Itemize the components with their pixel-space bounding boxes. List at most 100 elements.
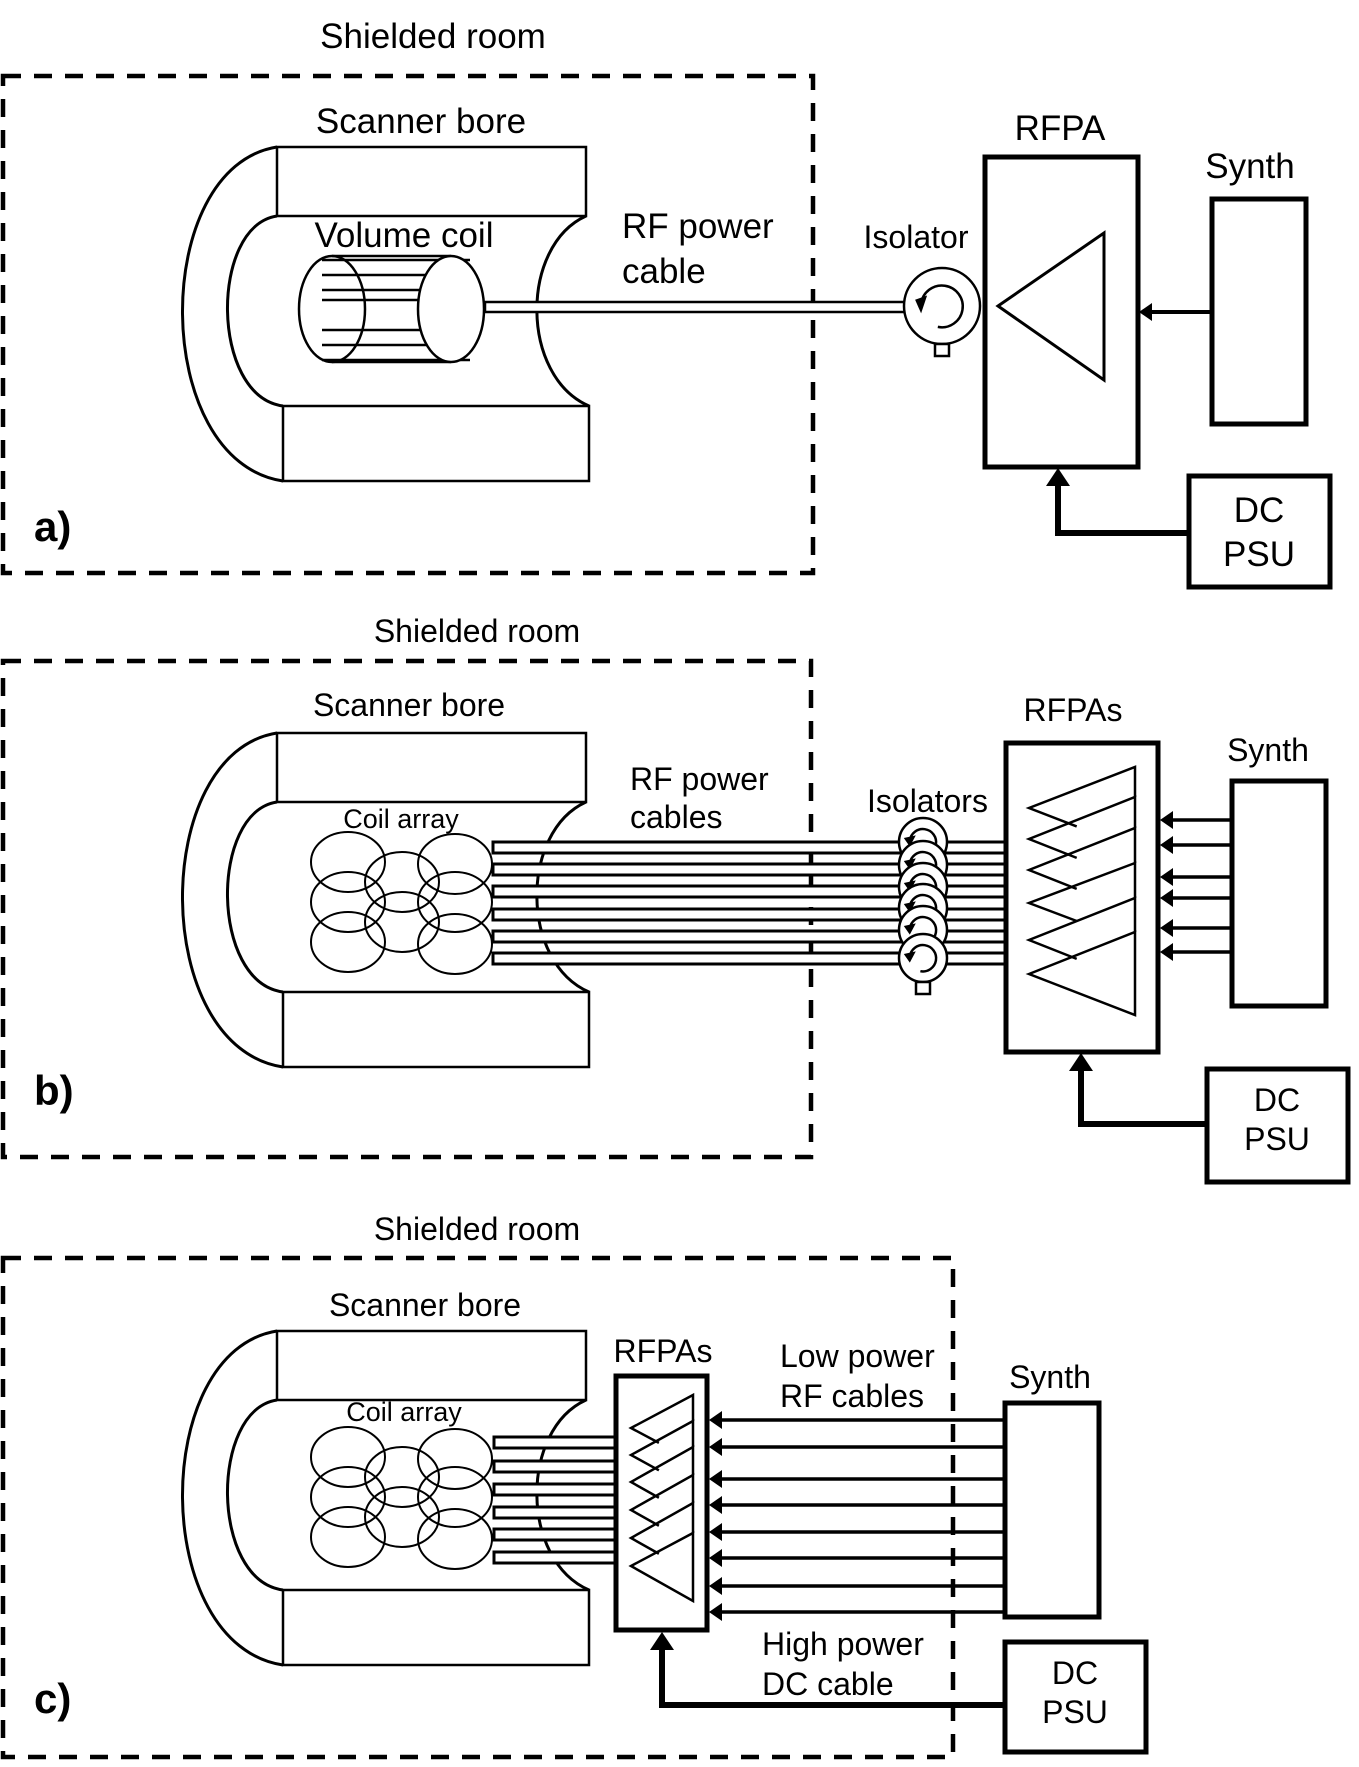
volume-coil <box>297 254 486 364</box>
bore-bottom-slab <box>281 990 591 1069</box>
coil-element <box>310 1466 386 1528</box>
isolator-arrow-head <box>903 923 916 935</box>
coil-array <box>310 1426 493 1570</box>
amplifier-triangle <box>628 1444 695 1499</box>
synth-arrow-icon <box>709 1549 722 1567</box>
synth-arrow-icon <box>709 1577 722 1595</box>
isolator-arrow-head <box>903 901 916 913</box>
rfpas-label: RFPAs <box>614 1333 713 1369</box>
coil-element <box>417 1428 493 1490</box>
psu-label-line2: PSU <box>1223 535 1295 574</box>
amplifier-triangle <box>1025 896 1137 961</box>
synth-arrow-icon <box>709 1470 722 1488</box>
panel-label: c) <box>34 1675 71 1722</box>
bore-outer-arc <box>181 731 284 1069</box>
isolator-arrow-head <box>903 951 916 963</box>
amplifier-triangle <box>1025 861 1137 923</box>
synth-arrow-icon <box>1160 889 1173 907</box>
bore-outer-arc <box>181 145 284 483</box>
isolator-circle <box>897 932 949 984</box>
coil-array-label: Coil array <box>346 1397 462 1427</box>
rf-power-cable <box>483 300 907 314</box>
synth-label: Synth <box>1009 1359 1091 1395</box>
synth-arrow-icon <box>1139 303 1152 321</box>
isolator-load-port <box>914 980 932 996</box>
high-power-dc-cable <box>659 1650 1005 1708</box>
coil-element <box>310 911 386 973</box>
coil-element <box>417 833 493 895</box>
synth-arrow-icon <box>1160 836 1173 854</box>
dc-psu-box <box>1204 1066 1351 1185</box>
rfpa-box <box>982 154 1141 470</box>
synth-rf-lines <box>1160 811 1232 961</box>
cable-label-line2: cable <box>622 252 706 291</box>
amplifier-triangle <box>1025 765 1137 828</box>
psu-label-line1: DC <box>1234 491 1285 530</box>
low-power-rf-lines <box>709 1411 1005 1621</box>
dc-psu-box <box>1186 473 1333 590</box>
synth-box <box>1002 1400 1102 1620</box>
isolator-arrow-head <box>903 835 916 847</box>
isolator-arrow-head <box>915 295 928 314</box>
coil-element <box>310 871 386 933</box>
scanner-bore-label: Scanner bore <box>313 687 505 723</box>
synth-arrow-icon <box>709 1411 722 1429</box>
coil-element <box>310 1426 386 1488</box>
rf-power-cable <box>492 1505 618 1520</box>
coil-array <box>310 831 493 975</box>
shielded-room-boundary <box>0 658 814 1160</box>
amplifier-stack <box>1025 765 1137 1017</box>
rf-power-cable <box>492 1527 618 1542</box>
synth-box <box>1229 778 1329 1009</box>
synth-arrow-icon <box>709 1603 722 1621</box>
coil-end-right <box>416 254 486 364</box>
synth-arrow-icon <box>1160 811 1173 829</box>
amplifier-stack <box>628 1392 695 1604</box>
psu-label-line2: PSU <box>1244 1121 1310 1157</box>
bore-top-slab <box>275 1329 588 1402</box>
amplifier-triangle-icon <box>995 230 1106 383</box>
panel-label: b) <box>34 1067 74 1114</box>
isolator-circle <box>902 266 982 346</box>
low-power-label-line1: Low power <box>780 1338 935 1374</box>
rf-power-cable <box>492 1459 618 1474</box>
bore-bottom-slab <box>281 404 591 483</box>
isolator-load-port <box>933 342 951 358</box>
coil-element <box>310 1506 386 1568</box>
coil-array-label: Coil array <box>343 804 459 834</box>
low-power-label-line2: RF cables <box>780 1378 924 1414</box>
coil-end-left <box>297 254 367 364</box>
synth-arrow-icon <box>1160 919 1173 937</box>
dc-power-line <box>1078 1070 1207 1127</box>
high-power-label-line1: High power <box>762 1626 924 1662</box>
arrow-up-icon <box>1046 468 1070 486</box>
coil-element <box>364 1486 440 1548</box>
scanner-bore-label: Scanner bore <box>329 1287 521 1323</box>
coil-element <box>417 871 493 933</box>
amplifier-triangle <box>628 1392 695 1444</box>
coil-element <box>417 913 493 975</box>
synth-arrow-icon <box>1160 943 1173 961</box>
amplifier-triangle <box>1025 826 1137 891</box>
amplifier-triangle <box>628 1530 695 1604</box>
psu-label-line1: DC <box>1254 1082 1300 1118</box>
rfpas-box <box>1003 740 1161 1055</box>
amplifier-triangle <box>628 1500 695 1555</box>
dc-power-line <box>1055 486 1189 536</box>
panel-label: a) <box>34 503 71 550</box>
arrow-up-icon <box>650 1632 674 1650</box>
shielded-room-label: Shielded room <box>374 1211 580 1247</box>
shielded-room-label: Shielded room <box>320 17 546 56</box>
bore-top-slab <box>275 731 588 804</box>
bore-inner-arc <box>226 214 284 408</box>
rfpa-label: RFPA <box>1015 109 1106 148</box>
cable-label-line1: RF power <box>622 207 774 246</box>
synth-label: Synth <box>1227 732 1309 768</box>
synth-box <box>1209 196 1309 427</box>
dc-psu-box <box>1002 1639 1149 1755</box>
isolators-label: Isolators <box>867 783 988 819</box>
